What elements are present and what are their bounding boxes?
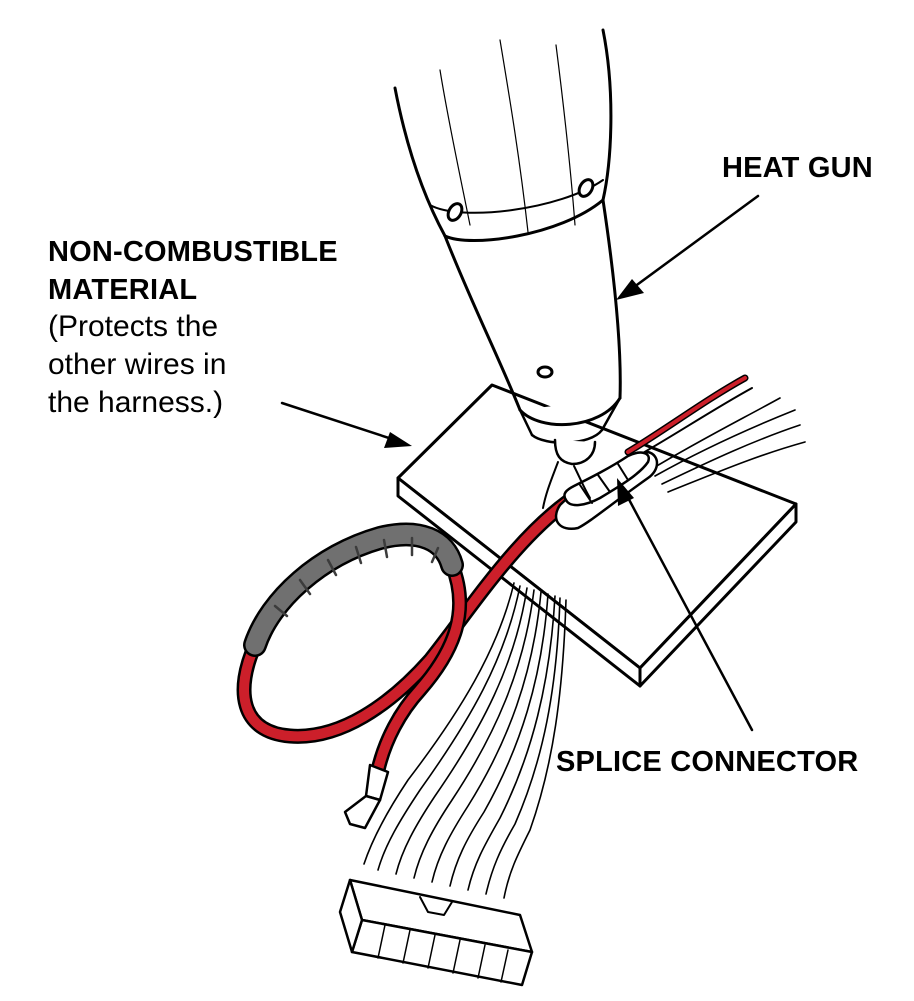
pad-arrowhead xyxy=(384,432,412,448)
heat-gun xyxy=(393,28,622,509)
heat-gun-leader xyxy=(628,194,760,292)
harness-connector xyxy=(338,878,534,987)
wire-terminal xyxy=(343,763,390,830)
non-combustible-note-line2: other wires in xyxy=(48,348,227,381)
non-combustible-note-line3: the harness.) xyxy=(48,386,224,419)
splice-connector-label: SPLICE CONNECTOR xyxy=(556,746,859,778)
leader-arrows xyxy=(280,194,760,732)
red-wire xyxy=(236,374,753,778)
heat-shrink-sleeve xyxy=(243,522,464,657)
heat-gun-arrowhead xyxy=(616,279,644,300)
non-combustible-label-line1: NON-COMBUSTIBLE xyxy=(48,236,338,268)
pad-leader xyxy=(280,401,397,442)
non-combustible-pad xyxy=(396,383,798,688)
wire-harness xyxy=(363,397,806,899)
splice-arrowhead xyxy=(617,478,634,506)
heat-gun-label: HEAT GUN xyxy=(722,152,873,184)
non-combustible-label-line2: MATERIAL xyxy=(48,274,198,306)
splice-leader xyxy=(623,490,754,732)
non-combustible-note-line1: (Protects the xyxy=(48,310,219,343)
